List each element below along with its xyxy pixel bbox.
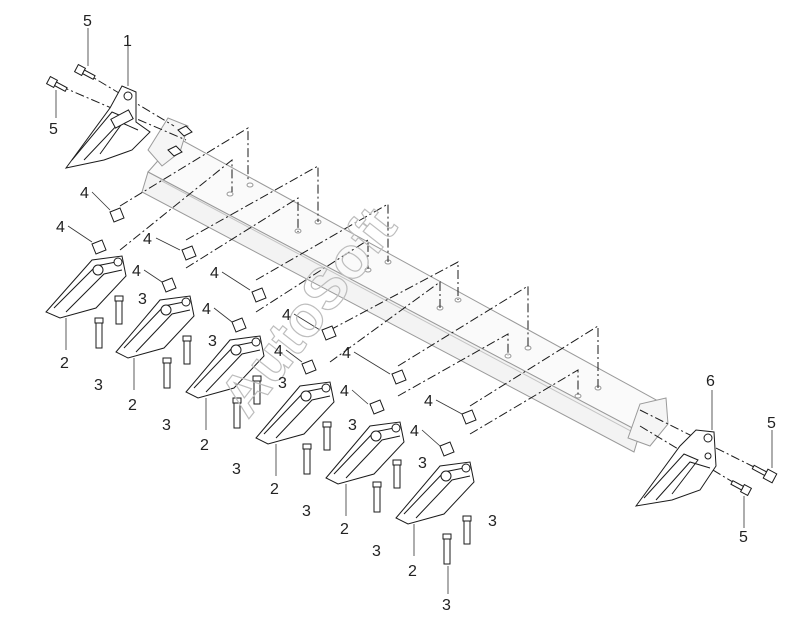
callout-3: 3 [418, 455, 427, 472]
callout-4: 4 [56, 219, 65, 236]
callout-1: 1 [123, 33, 132, 50]
callout-3: 3 [302, 503, 311, 520]
callout-3: 3 [162, 417, 171, 434]
callout-3: 3 [94, 377, 103, 394]
callout-4: 4 [282, 307, 291, 324]
tooth-set-4 [255, 325, 337, 475]
corner-adapter-right [634, 429, 717, 507]
callout-4: 4 [342, 345, 351, 362]
callout-4: 4 [340, 383, 349, 400]
callout-3: 3 [348, 417, 357, 434]
callout-2: 2 [408, 563, 417, 580]
tooth-set-5 [325, 369, 407, 513]
callout-4: 4 [274, 343, 283, 360]
callout-2: 2 [60, 355, 69, 372]
bolt-5-group [45, 63, 778, 497]
callout-4: 4 [143, 231, 152, 248]
callout-3: 3 [442, 597, 451, 614]
callout-2: 2 [200, 437, 209, 454]
tooth-set-1 [45, 207, 127, 349]
callout-5-left: 5 [49, 121, 58, 138]
callout-4: 4 [132, 263, 141, 280]
callout-3: 3 [278, 375, 287, 392]
callout-2: 2 [270, 481, 279, 498]
callout-3: 3 [232, 461, 241, 478]
callout-4: 4 [80, 185, 89, 202]
callout-3: 3 [372, 543, 381, 560]
callout-5-right: 5 [767, 415, 776, 432]
callout-4: 4 [424, 393, 433, 410]
bucket-lip-bar [141, 117, 669, 453]
callout-3: 3 [138, 291, 147, 308]
callout-leaders [55, 28, 773, 594]
tooth-set-3 [185, 287, 267, 429]
callout-3: 3 [208, 333, 217, 350]
callout-labels: 1 5 5 6 5 5 4 4 4 4 4 4 4 4 4 4 4 4 2 2 … [49, 13, 776, 614]
callout-5-bottom: 5 [739, 529, 748, 546]
callout-3: 3 [488, 513, 497, 530]
callout-5-top: 5 [83, 13, 92, 30]
callout-4: 4 [410, 423, 419, 440]
callout-6: 6 [706, 373, 715, 390]
corner-adapter-left [64, 85, 151, 169]
tooth-set-2 [115, 245, 197, 389]
tooth-set-6 [395, 409, 477, 565]
callout-4: 4 [210, 265, 219, 282]
callout-4: 4 [202, 301, 211, 318]
callout-2: 2 [128, 397, 137, 414]
callout-2: 2 [340, 521, 349, 538]
